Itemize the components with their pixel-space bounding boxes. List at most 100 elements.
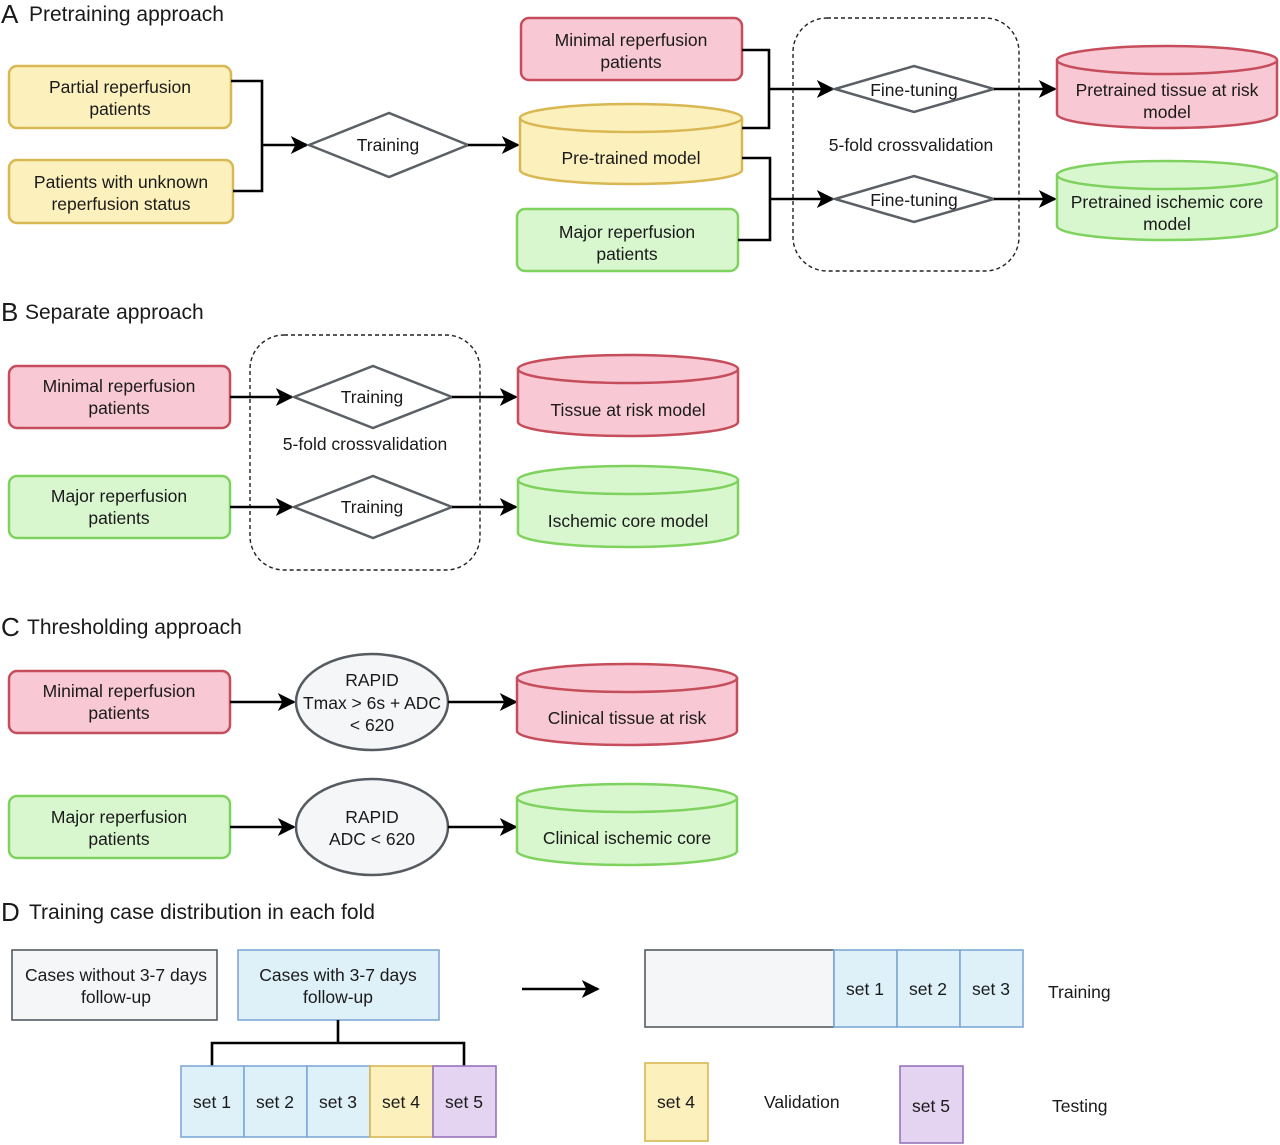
section-b-letter: B: [1, 297, 18, 327]
partial-line-1: Partial reperfusion: [49, 77, 191, 97]
minimal-b-line-1: Minimal reperfusion: [43, 376, 196, 396]
crossval-label-b: 5-fold crossvalidation: [283, 434, 447, 454]
major-b-line-1: Major reperfusion: [51, 486, 187, 506]
fold-set-2: set 2: [243, 1065, 308, 1138]
finetune-top-diamond: Fine-tuning: [830, 64, 999, 114]
training-without-segment: [644, 949, 835, 1028]
finetune-bottom-label: Fine-tuning: [870, 190, 958, 210]
clinical-tissue-label: Clinical tissue at risk: [548, 708, 707, 728]
fold-set-3-label: set 3: [319, 1092, 357, 1112]
major-reperfusion-box-b: Major reperfusion patients: [7, 474, 232, 540]
unknown-line-1: Patients with unknown: [34, 172, 208, 192]
testing-set-label: set 5: [912, 1096, 950, 1116]
partial-line-2: patients: [89, 99, 151, 119]
clinical-ischemic-core-cylinder: Clinical ischemic core: [515, 782, 739, 867]
training-b-bottom-diamond: Training: [290, 474, 456, 540]
pretrained-core-model-cylinder: Pretrained ischemic core model: [1055, 159, 1279, 242]
pretrained-label: Pre-trained model: [561, 148, 700, 168]
ischemic-core-model-cylinder: Ischemic core model: [516, 464, 740, 549]
with-line-1: Cases with 3-7 days: [259, 965, 417, 985]
with-line-2: follow-up: [303, 987, 373, 1007]
panel-b: B Separate approach Minimal reperfusion …: [1, 297, 740, 571]
fold-set-1-label: set 1: [193, 1092, 231, 1112]
panel-c: C Thresholding approach Minimal reperfus…: [1, 612, 739, 877]
major-a-line-1: Major reperfusion: [559, 222, 695, 242]
training-diamond: Training: [305, 111, 472, 179]
training-set-2-label: set 2: [909, 979, 947, 999]
fold-set-3: set 3: [306, 1065, 371, 1138]
training-b-bottom-label: Training: [341, 497, 404, 517]
crossval-label-a: 5-fold crossvalidation: [829, 135, 993, 155]
crossval-frame-a: [792, 17, 1020, 272]
panel-d: D Training case distribution in each fol…: [1, 897, 1111, 1144]
testing-set-box: set 5: [899, 1065, 964, 1144]
section-a-letter: A: [1, 0, 19, 29]
minimal-reperfusion-box-b: Minimal reperfusion patients: [7, 364, 232, 430]
unknown-reperfusion-box: Patients with unknown reperfusion status: [7, 158, 235, 225]
training-label: Training: [357, 135, 420, 155]
fold-set-1: set 1: [180, 1065, 245, 1138]
fold-set-4-label: set 4: [382, 1092, 420, 1112]
major-c-line-2: patients: [88, 829, 150, 849]
out-tissue-a-line-2: model: [1143, 102, 1191, 122]
validation-set-box: set 4: [644, 1062, 709, 1142]
tissue-at-risk-model-cylinder: Tissue at risk model: [516, 353, 740, 438]
rapid-bottom-line-1: RAPID: [345, 807, 398, 827]
rapid-top-line-2: Tmax > 6s + ADC: [303, 693, 441, 713]
section-a-title: Pretraining approach: [29, 3, 224, 26]
panel-a: A Pretraining approach Partial reperfusi…: [1, 0, 1279, 273]
fold-set-5: set 5: [432, 1065, 497, 1138]
out-core-a-line-1: Pretrained ischemic core: [1071, 192, 1264, 212]
rapid-top-line-1: RAPID: [345, 670, 398, 690]
legend-training: Training: [1048, 982, 1111, 1002]
crossval-frame-b: [249, 334, 481, 571]
out-tissue-a-line-1: Pretrained tissue at risk: [1076, 80, 1259, 100]
section-c-title: Thresholding approach: [27, 616, 242, 639]
rapid-top-line-3: < 620: [350, 715, 395, 735]
out-core-a-line-2: model: [1143, 214, 1191, 234]
training-b-top-diamond: Training: [290, 364, 456, 430]
section-d-letter: D: [1, 897, 20, 927]
finetune-top-label: Fine-tuning: [870, 80, 958, 100]
without-line-2: follow-up: [81, 987, 151, 1007]
section-d-title: Training case distribution in each fold: [29, 901, 375, 924]
minimal-b-line-2: patients: [88, 398, 150, 418]
section-b-title: Separate approach: [25, 301, 204, 324]
minimal-c-line-1: Minimal reperfusion: [43, 681, 196, 701]
validation-set-label: set 4: [657, 1092, 695, 1112]
training-set-3: set 3: [959, 949, 1024, 1028]
minimal-reperfusion-box-c: Minimal reperfusion patients: [7, 669, 232, 735]
major-reperfusion-box-a: Major reperfusion patients: [515, 207, 740, 273]
rapid-threshold-bottom-ellipse: RAPID ADC < 620: [294, 777, 450, 877]
split-bracket: [210, 1020, 466, 1066]
major-reperfusion-box-c: Major reperfusion patients: [7, 794, 232, 860]
legend-validation: Validation: [764, 1092, 840, 1112]
training-b-top-label: Training: [341, 387, 404, 407]
training-set-3-label: set 3: [972, 979, 1010, 999]
training-set-2: set 2: [896, 949, 961, 1028]
major-c-line-1: Major reperfusion: [51, 807, 187, 827]
fold-set-4: set 4: [369, 1065, 434, 1138]
major-a-line-2: patients: [596, 244, 658, 264]
pretrained-tissue-model-cylinder: Pretrained tissue at risk model: [1055, 44, 1279, 130]
legend-testing: Testing: [1052, 1096, 1107, 1116]
partial-reperfusion-box: Partial reperfusion patients: [7, 64, 233, 130]
cases-with-followup-box: Cases with 3-7 days follow-up: [237, 949, 440, 1021]
minimal-a-line-1: Minimal reperfusion: [555, 30, 708, 50]
fold-sets-row: set 1 set 2 set 3 set 4 set 5: [180, 1065, 497, 1138]
pretrained-model-cylinder: Pre-trained model: [518, 102, 744, 186]
training-set-1: set 1: [833, 949, 898, 1028]
section-c-letter: C: [1, 612, 20, 642]
finetune-bottom-diamond: Fine-tuning: [830, 174, 999, 224]
fold-set-5-label: set 5: [445, 1092, 483, 1112]
core-b-label: Ischemic core model: [548, 511, 708, 531]
tissue-b-label: Tissue at risk model: [551, 400, 706, 420]
minimal-a-line-2: patients: [600, 52, 662, 72]
clinical-core-label: Clinical ischemic core: [543, 828, 711, 848]
without-line-1: Cases without 3-7 days: [25, 965, 207, 985]
training-set-1-label: set 1: [846, 979, 884, 999]
cases-without-followup-box: Cases without 3-7 days follow-up: [11, 949, 218, 1021]
clinical-tissue-at-risk-cylinder: Clinical tissue at risk: [515, 662, 739, 747]
training-composition-bar: set 1 set 2 set 3: [644, 949, 1024, 1028]
